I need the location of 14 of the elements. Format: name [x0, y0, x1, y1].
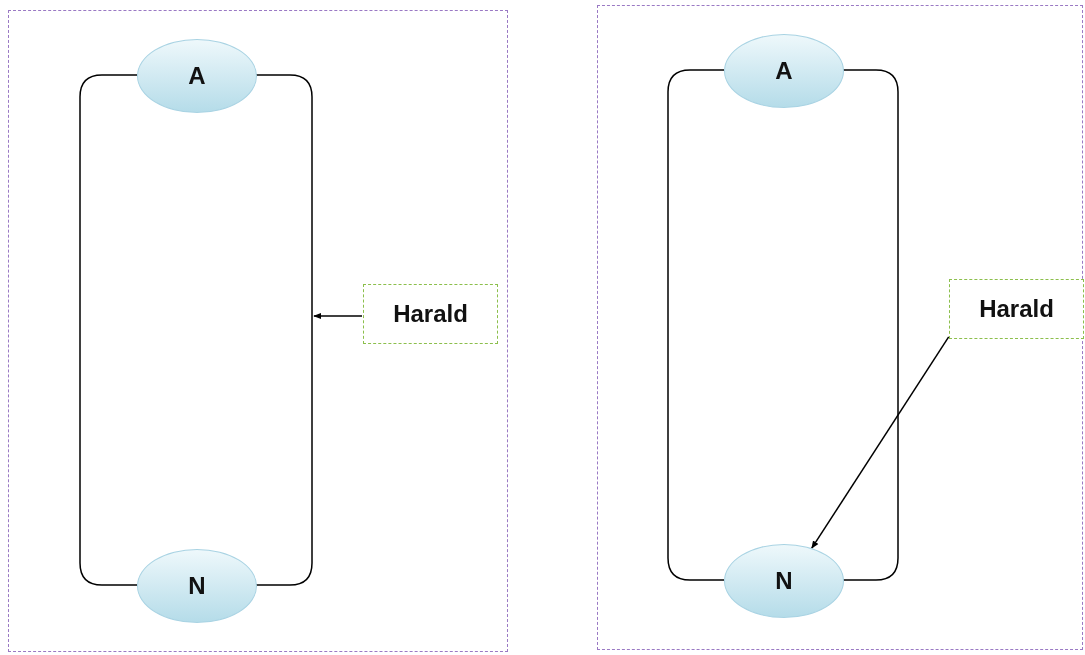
ellipse-node: N — [137, 549, 257, 623]
dashed-panel — [597, 5, 1083, 650]
dashed-panel — [8, 10, 508, 652]
connector-line — [841, 69, 899, 581]
connector-line — [79, 74, 138, 586]
connector-line — [254, 74, 313, 586]
ellipse-node: A — [724, 34, 844, 108]
arrow — [811, 336, 950, 549]
label-box: Harald — [949, 279, 1084, 339]
ellipse-node: N — [724, 544, 844, 618]
label-box: Harald — [363, 284, 498, 344]
arrow — [313, 312, 363, 320]
ellipse-node: A — [137, 39, 257, 113]
connector-line — [667, 69, 725, 581]
